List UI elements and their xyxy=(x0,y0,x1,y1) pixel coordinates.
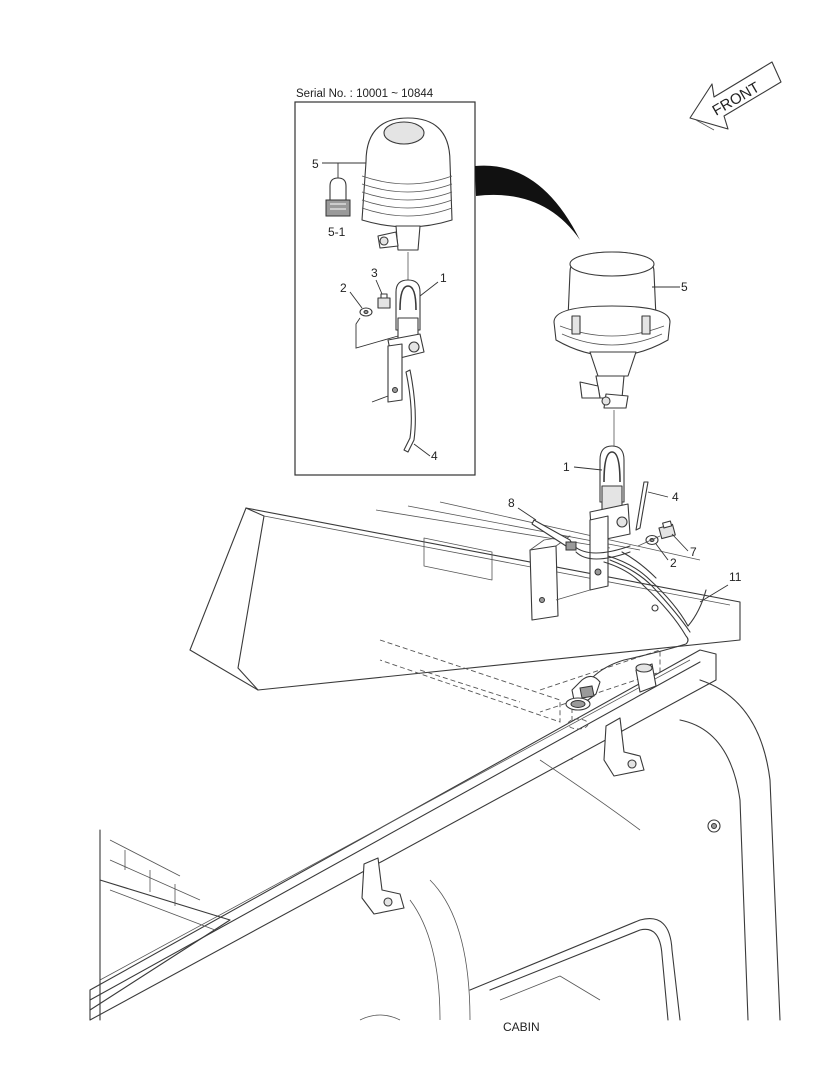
main-mount-pipe xyxy=(529,445,631,621)
roof-lug-left xyxy=(361,857,405,915)
main-callouts: 5 1 4 8 7 2 11 xyxy=(508,280,742,603)
main-bolt-icon xyxy=(658,520,676,540)
inset-mount-pipe xyxy=(371,279,425,403)
inset-washer-icon xyxy=(359,307,373,317)
inset-callouts: 5 5-1 3 2 1 4 xyxy=(312,157,447,463)
callout-inset-3: 3 xyxy=(371,266,378,280)
cabin-label: CABIN xyxy=(503,1020,540,1034)
inset-beacon-dome xyxy=(361,117,453,251)
callout-inset-1: 1 xyxy=(440,271,447,285)
callout-main-7: 7 xyxy=(690,545,697,559)
callout-inset-5-1: 5-1 xyxy=(328,225,346,239)
callout-inset-2: 2 xyxy=(340,281,347,295)
inset-bulb-icon xyxy=(325,177,351,217)
cabin-roof xyxy=(89,501,781,1021)
serial-inset: Serial No. : 10001 ~ 10844 xyxy=(294,88,476,476)
harness-cable xyxy=(565,551,707,730)
callout-main-8: 8 xyxy=(508,496,515,510)
callout-inset-5: 5 xyxy=(312,157,319,171)
callout-main-5: 5 xyxy=(681,280,688,294)
main-hose-icon xyxy=(635,481,649,531)
callout-main-1: 1 xyxy=(563,460,570,474)
callout-main-4: 4 xyxy=(672,490,679,504)
roof-lug-right xyxy=(603,717,645,777)
callout-main-11: 11 xyxy=(729,570,742,584)
front-arrow-icon: FRONT xyxy=(689,61,782,131)
reference-arrow-icon xyxy=(475,165,580,240)
main-beacon xyxy=(553,251,671,409)
serial-note: Serial No. : 10001 ~ 10844 xyxy=(296,88,434,100)
callout-main-2: 2 xyxy=(670,556,677,570)
inset-bolt-icon xyxy=(377,293,391,309)
callout-inset-4: 4 xyxy=(431,449,438,463)
